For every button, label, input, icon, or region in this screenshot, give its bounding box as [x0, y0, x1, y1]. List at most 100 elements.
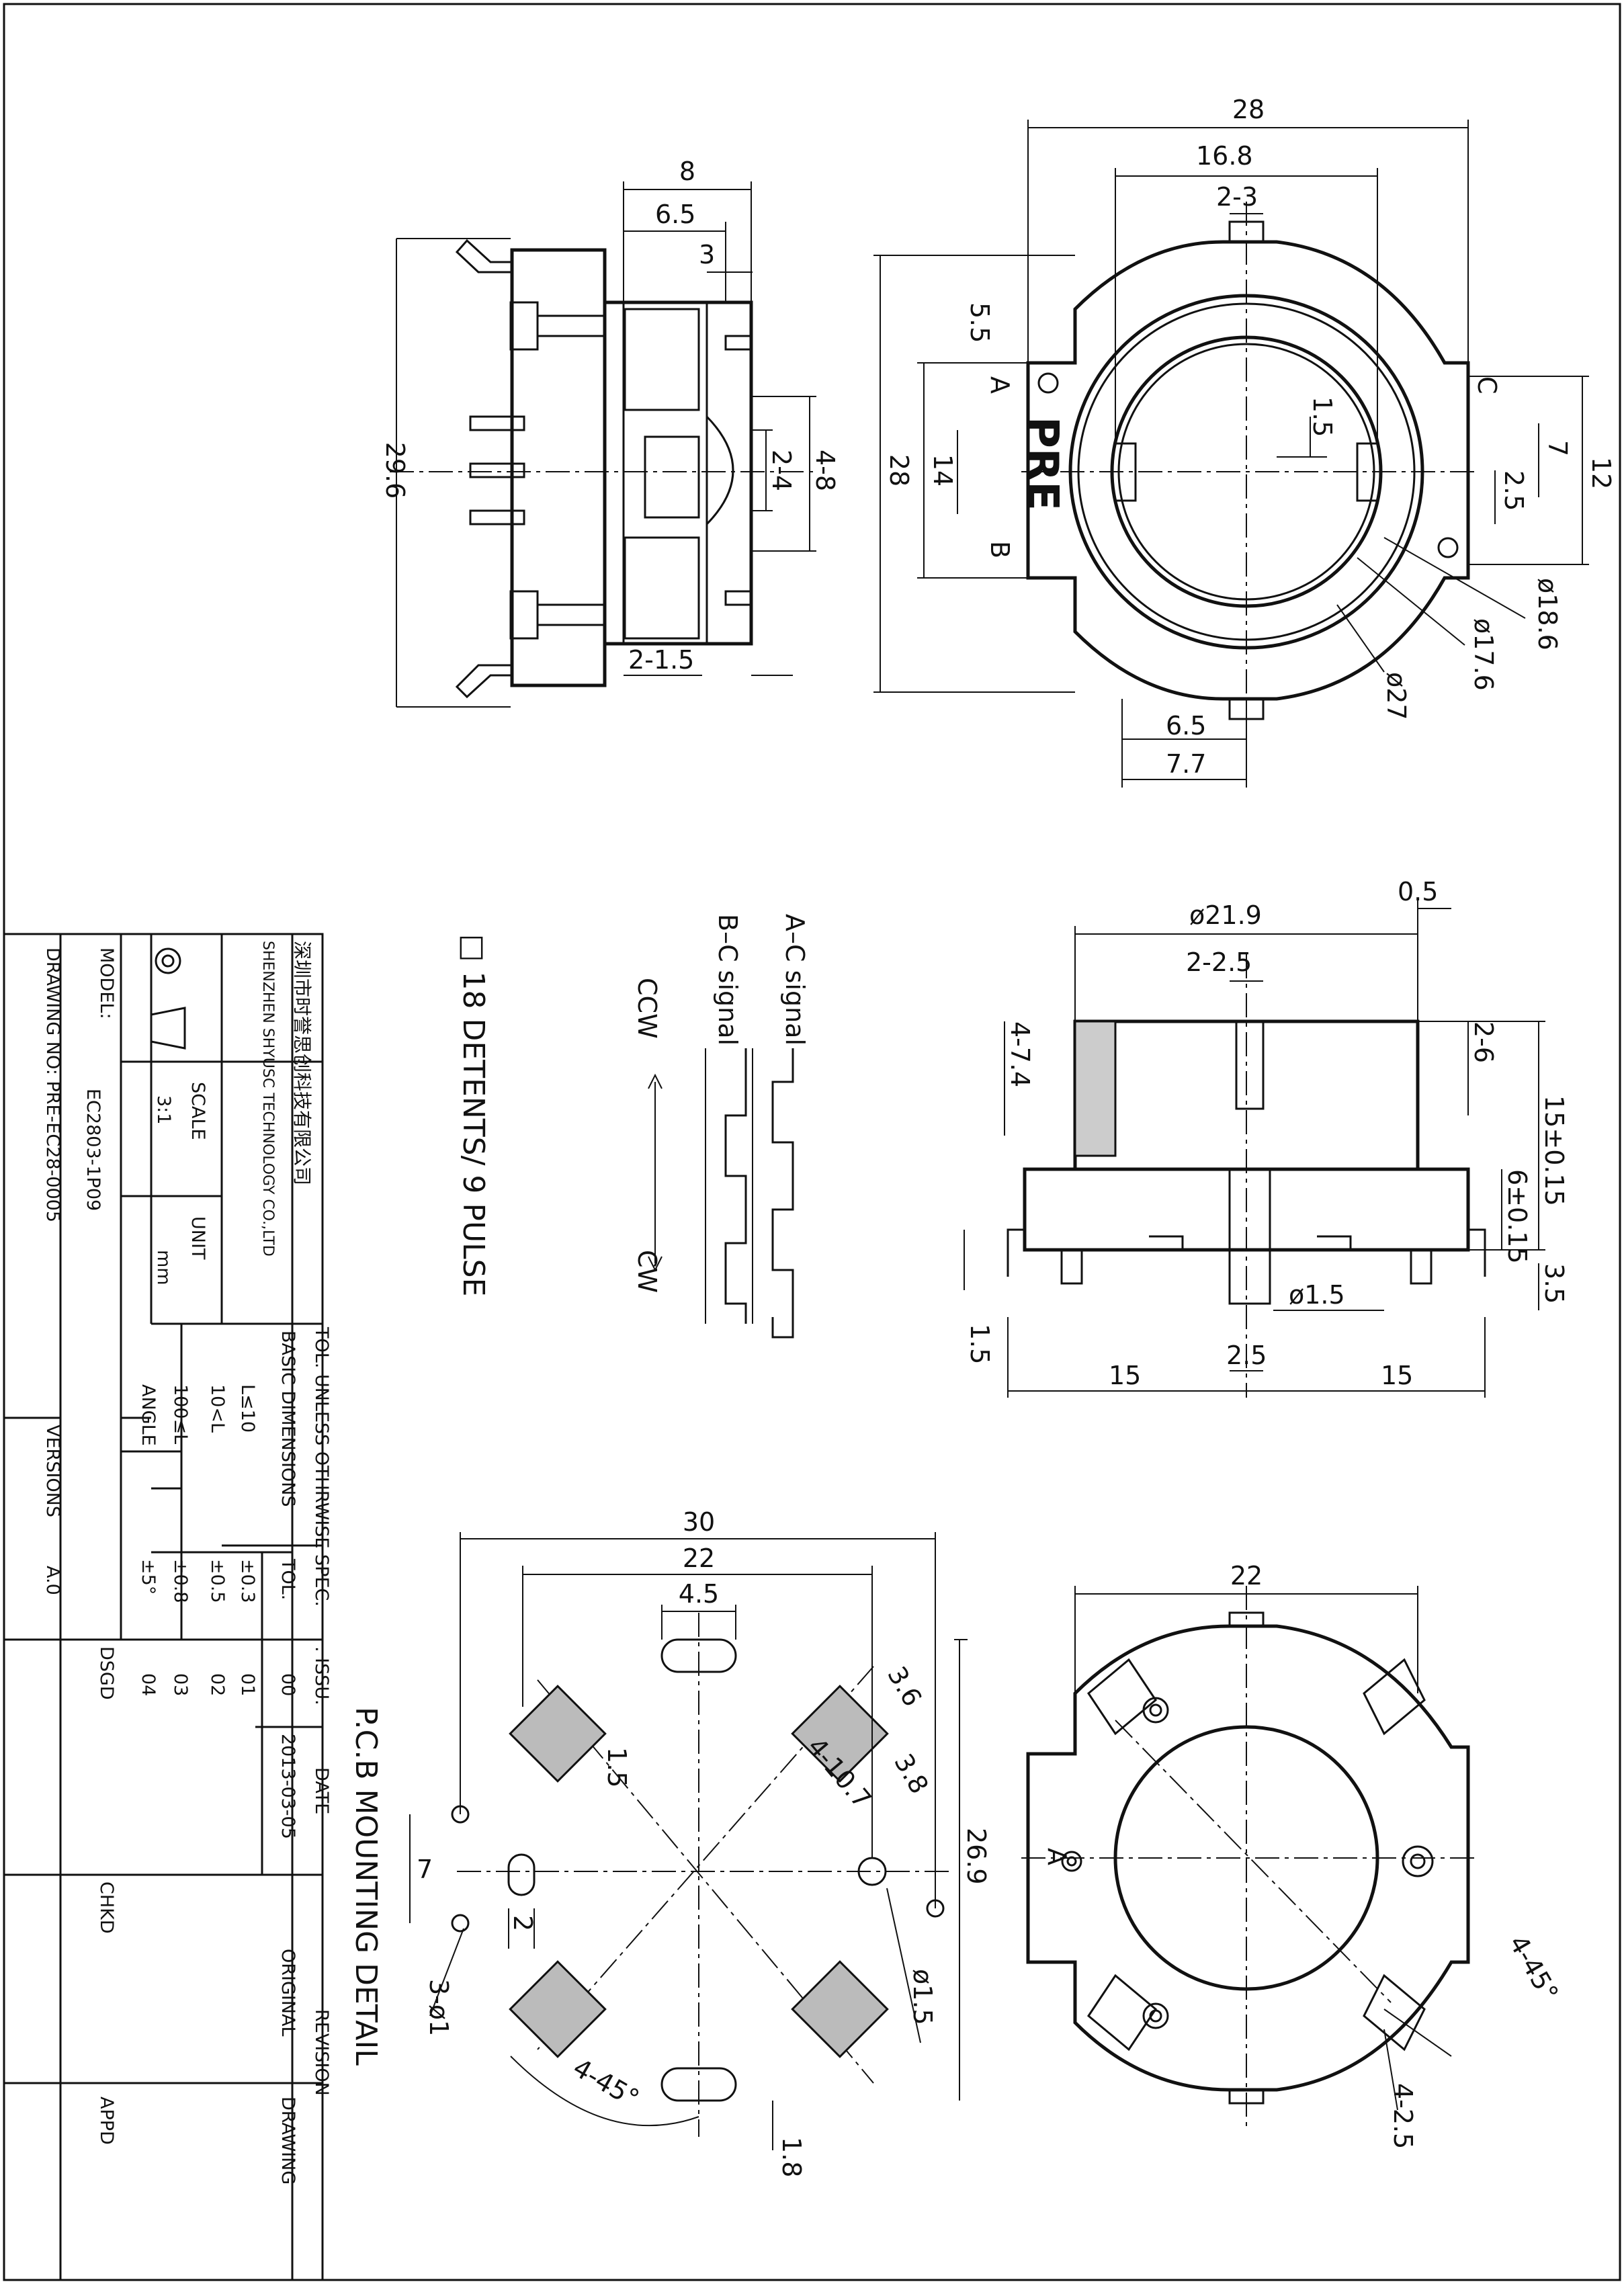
cw-label: CW — [632, 1250, 662, 1293]
dim-7-7: 7.7 — [1166, 749, 1206, 779]
pcb-dim-4-45: 4-45° — [568, 2053, 644, 2114]
issu-02: 02 — [207, 1673, 228, 1696]
dim-3: 3 — [699, 240, 715, 269]
dim-dia-27: ø27 — [1381, 672, 1411, 720]
dim-28-height: 28 — [884, 454, 914, 487]
dim-12: 12 — [1586, 457, 1616, 489]
tol-row-2-dim: 10<L — [207, 1384, 228, 1433]
ac-signal-label: A–C signal — [780, 914, 810, 1046]
pre-logo: PRE — [1017, 417, 1067, 511]
issu-00: 00 — [277, 1673, 298, 1696]
side-view: 8 6.5 3 29.6 2-4 4-8 2-1.5 — [380, 157, 840, 708]
dim-15-left: 15 — [1109, 1361, 1141, 1390]
dim-2-5: 2.5 — [1499, 470, 1529, 511]
pcb-title: P.C.B MOUNTING DETAIL — [349, 1707, 383, 2066]
dim-dia-18-6: ø18.6 — [1533, 578, 1562, 650]
drawing-label: DRAWING — [277, 2097, 298, 2185]
model-label: MODEL: — [96, 947, 117, 1019]
tol-column-label: TOL. — [277, 1558, 298, 1600]
company-name-cn: 深圳市时誉思创科技有限公司 — [291, 941, 313, 1185]
model-value: EC2803-1P09 — [83, 1089, 103, 1211]
bottom-dim-4-45: 4-45° — [1503, 1931, 1564, 2006]
projection-cone-icon — [150, 1007, 186, 1050]
pcb-dim-4-5: 4.5 — [679, 1579, 719, 1609]
pcb-dim-1-5: 1.5 — [602, 1747, 632, 1787]
projection-circle-icon — [155, 947, 181, 974]
appd-label: APPD — [96, 2097, 117, 2145]
dim-2-1-5: 2-1.5 — [628, 645, 694, 675]
pcb-dim-26-9: 26.9 — [961, 1828, 991, 1885]
pcb-dim-22: 22 — [683, 1543, 715, 1573]
dim-2-4: 2-4 — [767, 450, 796, 491]
unit-label: UNIT — [187, 1216, 208, 1260]
dim-4-7-4: 4-7.4 — [1005, 1021, 1035, 1087]
company-name-en: SHENZHEN SHYUSC TECHNOLOGY CO.,LTD — [259, 941, 276, 1257]
pcb-dim-3-6: 3.6 — [882, 1662, 927, 1711]
dim-15-right: 15 — [1381, 1361, 1413, 1390]
chkd-label: CHKD — [96, 1881, 117, 1934]
dim-6-5: 6.5 — [655, 200, 695, 229]
issu-04: 04 — [138, 1673, 159, 1696]
pcb-dim-hole-1-5: ø1.5 — [908, 1969, 937, 2025]
dim-6-5-top: 6.5 — [1166, 711, 1206, 741]
drawing-number: DRAWING NO: PRE-EC28-0005 — [42, 947, 63, 1222]
dim-2-3: 2-3 — [1216, 182, 1258, 212]
dim-16-8: 16.8 — [1196, 141, 1253, 171]
title-block: 深圳市时誉思创科技有限公司 SHENZHEN SHYUSC TECHNOLOGY… — [3, 933, 332, 2280]
tol-row-1-value: ±0.3 — [237, 1559, 258, 1603]
bc-signal-waveform — [724, 1048, 747, 1324]
dim-1-5: 1.5 — [1308, 396, 1337, 437]
bottom-dim-22: 22 — [1230, 1561, 1263, 1591]
label-terminal-c: C — [1472, 376, 1502, 394]
tolerance-title: TOL. UNLESS OTHRWISE SPEC. — [311, 1326, 332, 1607]
dsgd-label: DSGD — [96, 1646, 117, 1700]
tol-row-4-dim: ANGLE — [138, 1384, 159, 1446]
pcb-pads — [509, 1685, 889, 2058]
dim-1-5-pin: 1.5 — [965, 1324, 994, 1364]
dim-5-5: 5.5 — [965, 302, 994, 343]
date-label: DATE — [311, 1767, 332, 1814]
bottom-view: 22 4-45° 4-2.5 A — [1021, 1561, 1564, 2149]
unit-value: mm — [153, 1250, 174, 1285]
dim-2-5-shaft: 2.5 — [1226, 1341, 1267, 1370]
dim-8: 8 — [679, 157, 695, 186]
dim-7: 7 — [1543, 440, 1572, 456]
basic-dimensions-label: BASIC DIMENSIONS — [277, 1330, 298, 1507]
pcb-mounting-detail: P.C.B MOUNTING DETAIL 30 22 4.5 3.6 — [349, 1507, 991, 2177]
pcb-dim-30: 30 — [683, 1507, 715, 1537]
dim-14: 14 — [928, 454, 957, 487]
dim-4-8: 4-8 — [810, 450, 840, 491]
tol-row-4-value: ±5° — [138, 1559, 159, 1595]
tol-row-3-dim: 100≤L — [170, 1384, 191, 1444]
tol-row-1-dim: L≤10 — [237, 1384, 258, 1433]
dim-2-6: 2-6 — [1469, 1021, 1498, 1063]
pcb-dim-7: 7 — [417, 1855, 433, 1884]
pcb-dim-2: 2 — [508, 1915, 538, 1931]
pcb-dim-3-8: 3.8 — [888, 1749, 934, 1799]
dim-pin-dia-1-5: ø1.5 — [1289, 1280, 1345, 1310]
detents-note: □ 18 DETENTS/ 9 PULSE — [456, 934, 490, 1296]
tol-row-3-value: ±0.8 — [170, 1559, 191, 1603]
scale-label: SCALE — [187, 1082, 208, 1140]
signal-diagram: A–C signal B–C signal CCW CW □ 18 DETENT… — [456, 914, 810, 1339]
label-terminal-a: A — [985, 376, 1015, 394]
pcb-slot-left — [507, 1853, 536, 1896]
revision-label: REVISION — [311, 2009, 332, 2096]
dim-dia-21-9: ø21.9 — [1189, 900, 1262, 930]
date-value: 2013-03-05 — [277, 1734, 298, 1839]
scale-value: 3:1 — [153, 1095, 174, 1124]
original-label: ORIGINAL — [277, 1949, 298, 2037]
rotation-arrow — [648, 1073, 663, 1272]
dim-28-width: 28 — [1232, 95, 1265, 124]
bc-signal-label: B–C signal — [713, 914, 742, 1046]
versions-label: VERSIONS — [42, 1425, 63, 1517]
pcb-dim-1-8: 1.8 — [777, 2137, 806, 2177]
bottom-label-a: A — [1042, 1848, 1072, 1865]
dim-6: 6±0.15 — [1502, 1169, 1532, 1264]
top-view: 28 16.8 2-3 5.5 A B C 28 14 1.5 PRE 12 7… — [873, 95, 1616, 788]
front-view: ø21.9 0.5 2-2.5 4-7.4 2-6 15±0.15 6±0.15… — [964, 877, 1569, 1398]
dim-15-height: 15±0.15 — [1539, 1095, 1569, 1206]
tol-row-2-value: ±0.5 — [207, 1559, 228, 1603]
